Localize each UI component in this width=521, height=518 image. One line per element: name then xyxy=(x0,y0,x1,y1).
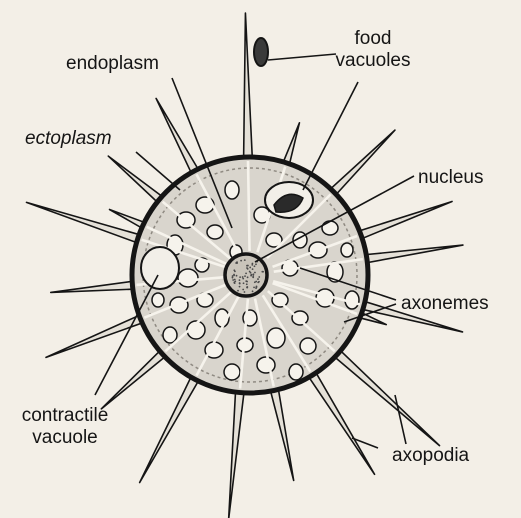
label-contractile: contractile xyxy=(6,405,124,427)
vacuole-33 xyxy=(152,293,164,307)
nucleus-dot xyxy=(246,265,248,267)
nucleus-dot xyxy=(243,282,245,284)
vacuole-26 xyxy=(224,364,240,380)
nucleus-dot xyxy=(249,267,251,269)
nucleus-dot xyxy=(252,274,254,276)
nucleus-dot xyxy=(246,283,248,285)
nucleus-dot xyxy=(256,286,258,288)
nucleus-dot xyxy=(239,276,241,278)
nucleus-dot xyxy=(247,276,249,278)
nucleus-dot xyxy=(255,263,257,265)
nucleus-dot xyxy=(239,279,241,281)
food-vacuole-top xyxy=(254,38,268,66)
nucleus-dot xyxy=(252,276,254,278)
contractile-vacuole xyxy=(141,247,179,289)
nucleus-dot xyxy=(252,268,254,270)
nucleus-dot xyxy=(258,276,260,278)
nucleus-dot xyxy=(257,278,259,280)
vacuole-14 xyxy=(292,311,308,325)
nucleus-dot xyxy=(247,268,249,270)
nucleus-dot xyxy=(246,281,248,283)
nucleus-dot xyxy=(253,286,255,288)
vacuole-30 xyxy=(341,243,353,257)
nucleus-dot xyxy=(239,286,241,288)
nucleus-dot xyxy=(250,272,252,274)
nucleus-dot xyxy=(246,286,248,288)
nucleus-dot xyxy=(254,265,256,267)
nucleus xyxy=(225,254,267,296)
nucleus-dot xyxy=(242,289,244,291)
nucleus-dot xyxy=(244,259,246,261)
label-contractile-vacuole: contractile vacuole xyxy=(6,405,124,449)
vacuole-15 xyxy=(300,338,316,354)
vacuole-13 xyxy=(267,328,285,348)
nucleus-dot xyxy=(257,281,259,283)
nucleus-dot xyxy=(234,282,236,284)
nucleus-dot xyxy=(234,279,236,281)
leader-axopodia-2 xyxy=(395,395,406,444)
label-food-vacuoles: food vacuoles xyxy=(318,28,428,72)
nucleus-dot xyxy=(242,276,244,278)
nucleus-dot xyxy=(234,270,236,272)
nucleus-dot xyxy=(252,263,254,265)
vacuole-5 xyxy=(178,269,198,287)
nucleus-dot xyxy=(234,280,236,282)
nucleus-dot xyxy=(235,262,237,264)
label-axopodia: axopodia xyxy=(392,445,469,467)
nucleus-dot xyxy=(254,272,256,274)
vacuole-24 xyxy=(272,293,288,307)
vacuole-25 xyxy=(257,357,275,373)
nucleus-dot xyxy=(254,281,256,283)
nucleus-dot xyxy=(244,275,246,277)
nucleus-dot xyxy=(239,282,241,284)
label-endoplasm: endoplasm xyxy=(66,53,159,75)
vacuole-27 xyxy=(289,364,303,380)
label-nucleus: nucleus xyxy=(418,167,484,189)
label-axonemes: axonemes xyxy=(401,293,489,315)
nucleus-dot xyxy=(232,277,234,279)
axoneme-0 xyxy=(248,161,250,251)
label-vacuoles: vacuoles xyxy=(318,50,428,72)
vacuole-19 xyxy=(322,221,338,235)
nucleus-dot xyxy=(250,275,252,277)
nucleus-dot xyxy=(245,272,247,274)
nucleus-dot xyxy=(242,278,244,280)
label-ectoplasm: ectoplasm xyxy=(25,128,112,150)
nucleus-dot xyxy=(244,291,246,293)
vacuole-2 xyxy=(207,225,223,239)
vacuole-0 xyxy=(196,197,214,213)
nucleus-dot xyxy=(240,260,242,262)
nucleus-dot xyxy=(236,275,238,277)
nucleus-dot xyxy=(233,274,235,276)
vacuole-29 xyxy=(163,327,177,343)
label-vacuole: vacuole xyxy=(6,427,124,449)
vacuole-1 xyxy=(225,181,239,199)
nucleus-dot xyxy=(261,271,263,273)
nucleus-dot xyxy=(252,290,254,292)
nucleus-dot xyxy=(237,290,239,292)
nucleus-dot xyxy=(232,279,234,281)
label-food: food xyxy=(318,28,428,50)
